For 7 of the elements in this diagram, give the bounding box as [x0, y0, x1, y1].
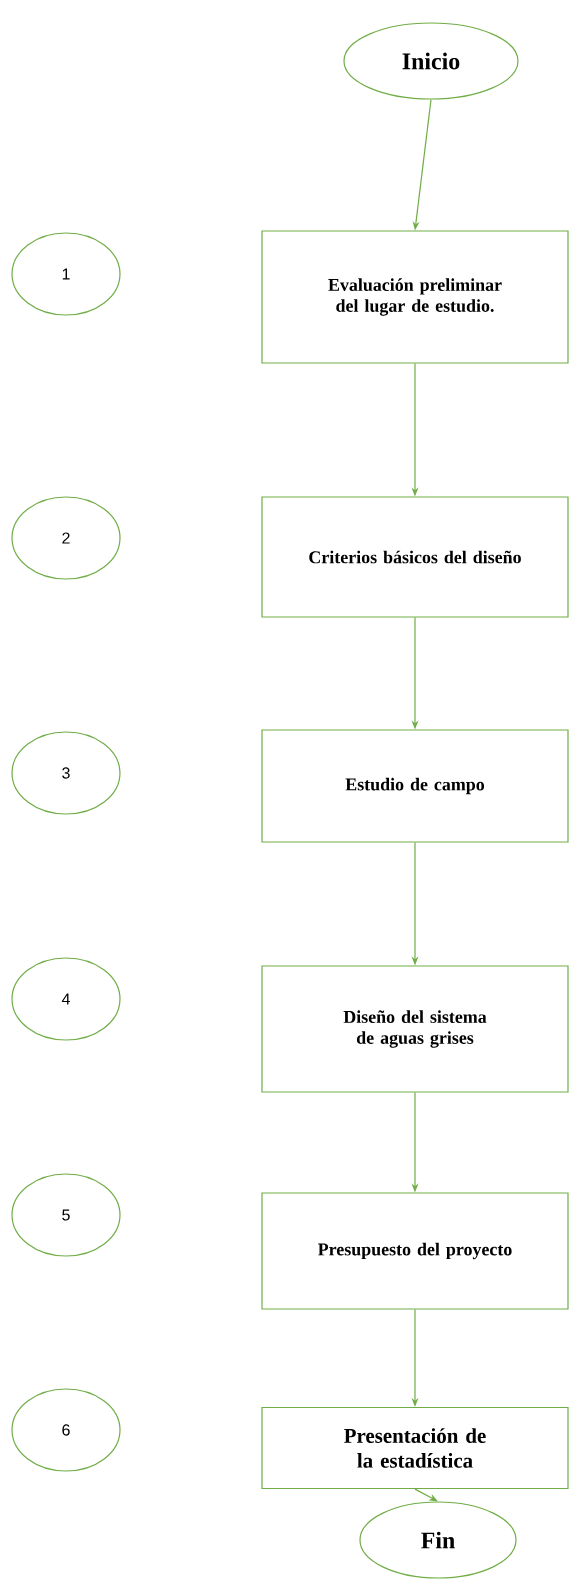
- process-box: Criterios básicos del diseño: [261, 496, 569, 618]
- process-box: Evaluación preliminar del lugar de estudio.: [261, 230, 569, 364]
- process-box: Diseño del sistema de aguas grises: [261, 965, 569, 1093]
- process-box: Presupuesto del proyecto: [261, 1192, 569, 1310]
- arrow: [414, 1488, 438, 1502]
- process-box: Estudio de campo: [261, 729, 569, 843]
- process-box: Presentación de la estadística: [261, 1406, 569, 1490]
